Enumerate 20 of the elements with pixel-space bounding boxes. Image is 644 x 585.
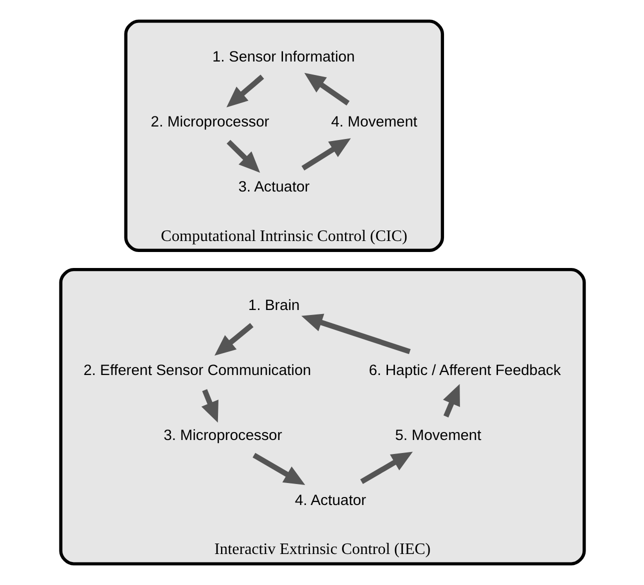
- node-text: 2. Efferent Sensor Communication: [82, 362, 311, 379]
- node-text: 4. Actuator: [294, 492, 366, 509]
- node-text: 3. Actuator: [238, 178, 310, 196]
- arrow: [226, 74, 264, 108]
- arrow: [252, 452, 305, 486]
- node-text: 4. Movement: [330, 113, 417, 130]
- arrow: [226, 140, 260, 173]
- node-text: 2. Microprocessor: [150, 113, 269, 130]
- arrow: [214, 323, 253, 356]
- node-text: 5. Movement: [394, 426, 481, 444]
- node-text: 1. Brain: [248, 296, 300, 314]
- arrow: [360, 452, 412, 484]
- node-text: 1. Sensor Information: [212, 48, 354, 66]
- node-text: 6. Haptic / Afferent Feedback: [368, 362, 560, 379]
- arrow: [304, 72, 350, 106]
- arrow: [301, 138, 350, 171]
- node-text: 3. Microprocessor: [163, 426, 282, 444]
- arrow: [300, 314, 410, 354]
- arrow: [442, 384, 460, 418]
- arrow: [200, 389, 218, 423]
